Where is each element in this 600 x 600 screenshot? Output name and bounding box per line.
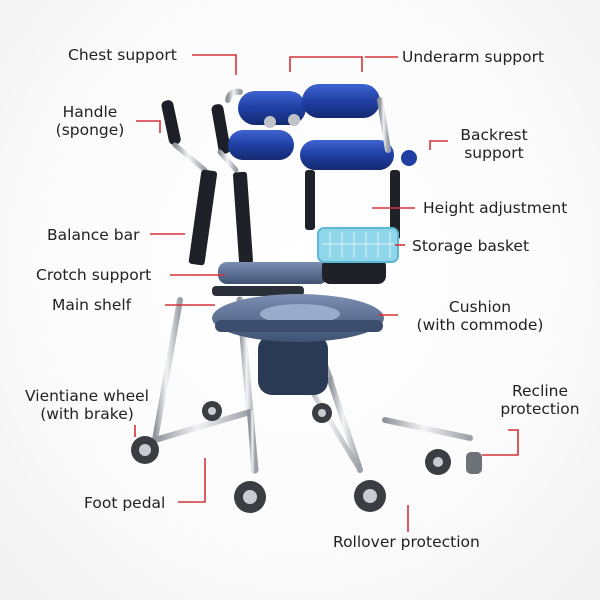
label-wheel: Vientiane wheel (with brake) bbox=[4, 387, 170, 423]
straps bbox=[188, 169, 400, 266]
label-recline-line2: protection bbox=[500, 400, 580, 418]
wheels bbox=[131, 401, 482, 513]
leader-foot-pedal bbox=[178, 458, 206, 503]
storage-basket bbox=[317, 227, 399, 263]
label-chest-support: Chest support bbox=[68, 46, 177, 64]
cushion-commode bbox=[212, 294, 384, 395]
crotch-support bbox=[212, 258, 386, 296]
label-recline: Recline protection bbox=[488, 382, 592, 418]
label-foot-pedal: Foot pedal bbox=[84, 494, 166, 512]
label-cushion: Cushion (with commode) bbox=[400, 298, 560, 334]
label-crotch-support: Crotch support bbox=[36, 266, 152, 284]
label-height-adjustment: Height adjustment bbox=[423, 199, 568, 217]
label-handle: Handle (sponge) bbox=[44, 103, 136, 139]
label-wheel-line1: Vientiane wheel bbox=[25, 387, 149, 405]
foam-rolls bbox=[228, 84, 417, 170]
leader-handle bbox=[136, 120, 161, 133]
label-wheel-line2: (with brake) bbox=[40, 405, 134, 423]
label-backrest: Backrest support bbox=[448, 126, 540, 162]
leader-backrest bbox=[429, 140, 448, 150]
label-main-shelf: Main shelf bbox=[52, 296, 132, 314]
leader-underarm-support bbox=[289, 56, 363, 72]
label-balance-bar: Balance bar bbox=[47, 226, 140, 244]
label-recline-line1: Recline bbox=[511, 382, 569, 400]
label-cushion-line2: (with commode) bbox=[416, 316, 544, 334]
label-underarm-support: Underarm support bbox=[402, 48, 545, 66]
label-rollover-protection: Rollover protection bbox=[333, 533, 480, 551]
label-handle-line2: (sponge) bbox=[55, 121, 125, 139]
leader-chest-support bbox=[192, 54, 237, 75]
backrest-frame bbox=[177, 88, 391, 163]
leader-recline bbox=[482, 429, 519, 456]
label-backrest-line1: Backrest bbox=[460, 126, 528, 144]
leader-lines bbox=[134, 54, 519, 532]
label-cushion-line1: Cushion bbox=[448, 298, 512, 316]
label-backrest-line2: support bbox=[464, 144, 524, 162]
label-handle-line1: Handle bbox=[62, 103, 118, 121]
label-storage-basket: Storage basket bbox=[412, 237, 530, 255]
